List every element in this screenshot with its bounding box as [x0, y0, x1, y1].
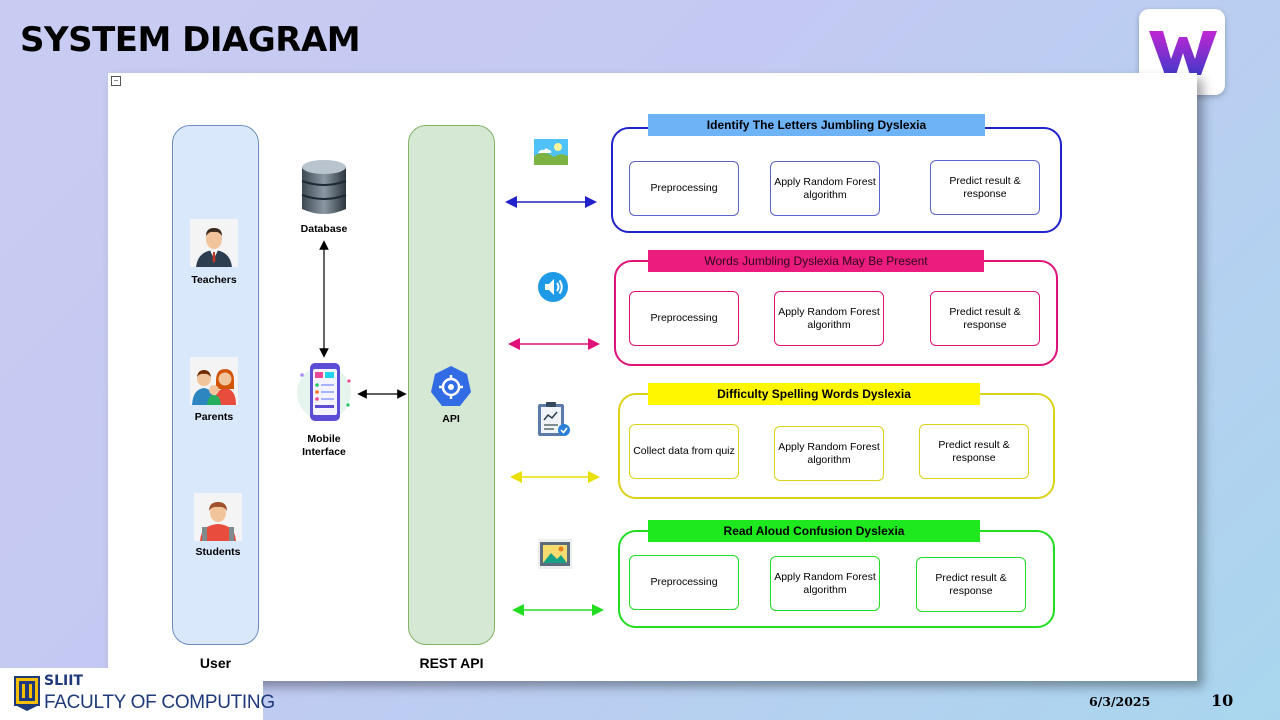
- api-icon: [429, 364, 473, 413]
- mobile-interface-label: Mobile Interface: [288, 433, 360, 459]
- student-icon: [194, 493, 242, 546]
- module-words-jumbling-title: Words Jumbling Dyslexia May Be Present: [648, 250, 984, 272]
- parents-label: Parents: [194, 411, 234, 423]
- module-spelling-words-title: Difficulty Spelling Words Dyslexia: [648, 383, 980, 405]
- api-label: API: [442, 413, 460, 425]
- module1-random-forest-step: Apply Random Forest algorithm: [770, 161, 880, 216]
- sliit-org-label: SLIIT: [44, 673, 83, 689]
- faculty-label: FACULTY OF COMPUTING: [44, 692, 275, 713]
- module-letters-jumbling-title: Identify The Letters Jumbling Dyslexia: [648, 114, 985, 136]
- mobile-label-line1: Mobile: [307, 433, 341, 445]
- parents-icon: [190, 357, 238, 410]
- students-label: Students: [195, 546, 241, 558]
- speaker-icon: [537, 271, 569, 308]
- slide-date: 6/3/2025: [1089, 694, 1151, 709]
- rest-api-lane-label: REST API: [419, 655, 484, 671]
- module3-predict-step: Predict result & response: [919, 424, 1029, 479]
- module3-random-forest-step: Apply Random Forest algorithm: [774, 426, 884, 481]
- module2-preprocessing-step: Preprocessing: [629, 291, 739, 346]
- quiz-clipboard-icon: [536, 400, 572, 443]
- user-lane-label: User: [199, 655, 232, 671]
- mobile-phone-icon: [294, 361, 356, 430]
- module4-preprocessing-step: Preprocessing: [629, 555, 739, 610]
- module1-preprocessing-step: Preprocessing: [629, 161, 739, 216]
- collapse-toggle[interactable]: −: [111, 76, 121, 86]
- teacher-icon: [190, 219, 238, 272]
- module2-predict-step: Predict result & response: [930, 291, 1040, 346]
- module4-predict-step: Predict result & response: [916, 557, 1026, 612]
- module1-predict-step: Predict result & response: [930, 160, 1040, 215]
- slide-page-number: 10: [1211, 691, 1234, 710]
- system-diagram: − User REST API Teachers: [108, 73, 1197, 681]
- database-icon: [300, 159, 348, 222]
- sliit-crest-icon: [14, 676, 40, 717]
- footer-band: [0, 668, 263, 720]
- picture-frame-icon: [538, 539, 572, 574]
- connectors: [319, 196, 604, 616]
- module4-random-forest-step: Apply Random Forest algorithm: [770, 556, 880, 611]
- module3-collect-quiz-step: Collect data from quiz: [629, 424, 739, 479]
- module2-random-forest-step: Apply Random Forest algorithm: [774, 291, 884, 346]
- database-label: Database: [300, 223, 348, 235]
- slide-title: SYSTEM DIAGRAM: [20, 20, 361, 60]
- module-read-aloud-title: Read Aloud Confusion Dyslexia: [648, 520, 980, 542]
- image-icon: [534, 139, 568, 170]
- mobile-label-line2: Interface: [302, 446, 346, 458]
- teachers-label: Teachers: [191, 274, 237, 286]
